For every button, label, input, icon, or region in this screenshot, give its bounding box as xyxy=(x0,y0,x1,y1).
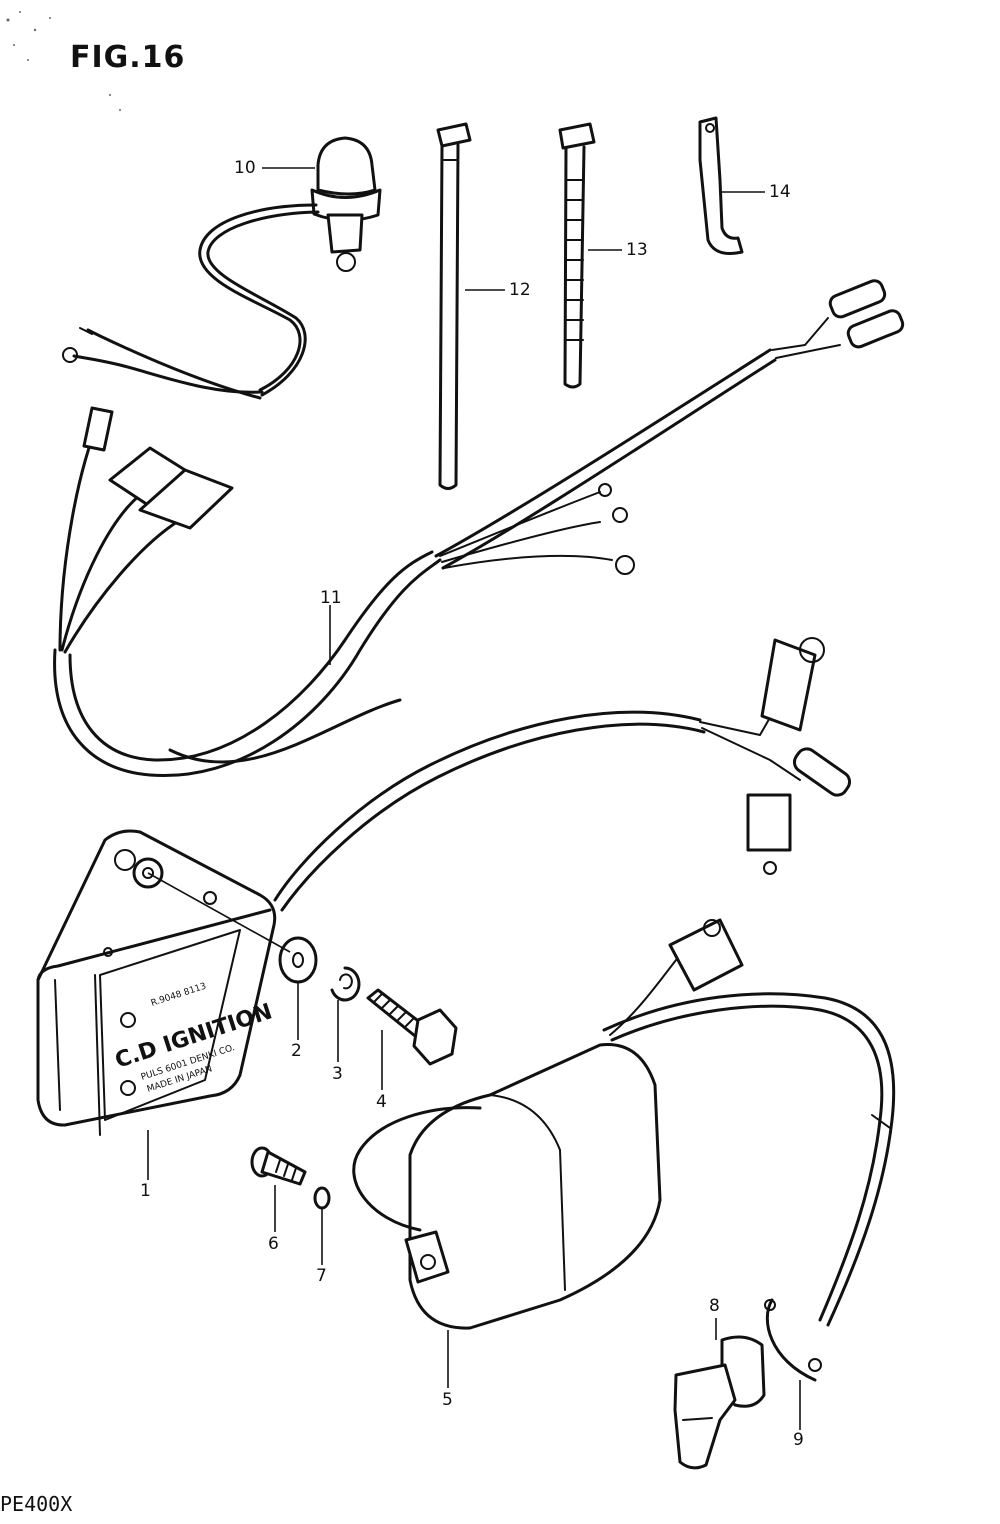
part-2-washer xyxy=(278,936,318,984)
part-9-clip xyxy=(764,1298,822,1382)
part-5-ignition-coil xyxy=(352,918,896,1330)
leader-lines xyxy=(147,167,801,1430)
callout-6: 6 xyxy=(268,1234,279,1254)
callout-8: 8 xyxy=(709,1296,720,1316)
callout-3: 3 xyxy=(332,1064,343,1084)
callout-7: 7 xyxy=(316,1266,327,1286)
callout-14: 14 xyxy=(769,182,791,202)
part-1-cd-ignition-unit: R.9048 8113 C.D IGNITION PULS 6001 DENKI… xyxy=(36,829,277,1136)
part-10-switch xyxy=(62,136,382,400)
part-11-harness xyxy=(53,279,905,912)
callout-1: 1 xyxy=(140,1181,151,1201)
part-4-bolt xyxy=(366,988,458,1066)
scan-speckle xyxy=(6,11,121,111)
callout-13: 13 xyxy=(626,240,648,260)
part-6-screw xyxy=(250,1146,307,1186)
part-13-ribbed-band xyxy=(558,122,596,389)
part-3-lock-washer xyxy=(330,966,361,1002)
callout-11: 11 xyxy=(320,588,342,608)
callout-4: 4 xyxy=(376,1092,387,1112)
callout-2: 2 xyxy=(291,1041,302,1061)
part-8-plug-cap xyxy=(673,1335,766,1470)
figure-title: FIG.16 xyxy=(70,40,186,75)
callout-12: 12 xyxy=(509,280,531,300)
part-7-washer xyxy=(313,1186,331,1210)
part-12-band xyxy=(436,122,472,490)
part-14-clamp xyxy=(698,116,744,255)
callout-5: 5 xyxy=(442,1390,453,1410)
callout-9: 9 xyxy=(793,1430,804,1450)
callout-10: 10 xyxy=(234,158,256,178)
model-code: PE400X xyxy=(0,1492,73,1516)
